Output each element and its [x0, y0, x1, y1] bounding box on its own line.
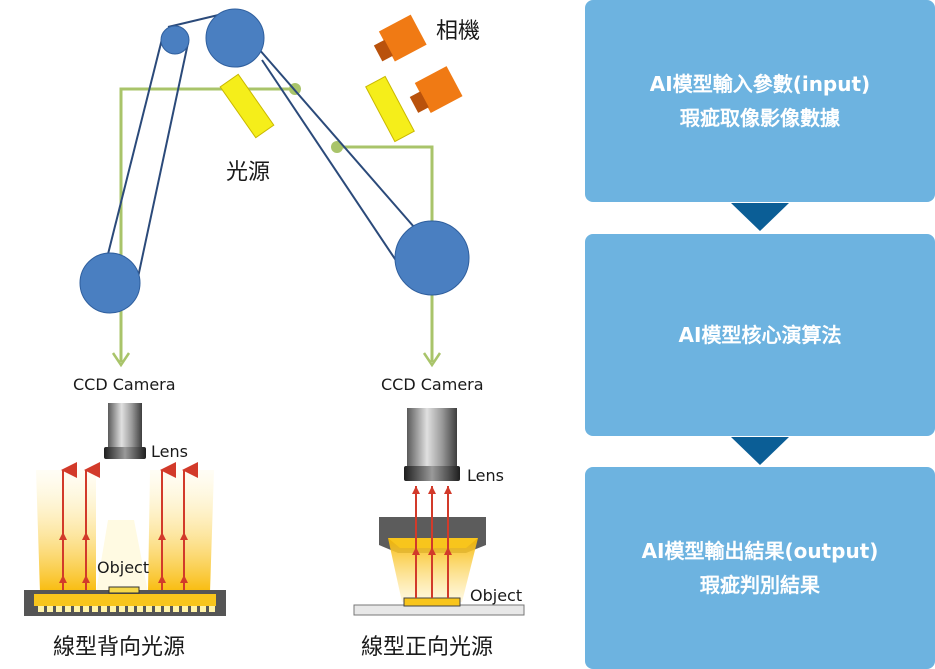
lens-left	[104, 447, 146, 459]
frontlight-object	[403, 597, 461, 607]
ccd-camera-label-right: CCD Camera	[381, 375, 484, 394]
roller-bottom-right	[394, 220, 470, 296]
roller-large-top	[205, 8, 265, 68]
ccd-camera-body-left	[108, 403, 142, 447]
backlight-glow-right	[148, 470, 214, 592]
flow-step-output-line2: 瑕疵判別結果	[700, 573, 820, 597]
object-label-left: Object	[97, 558, 150, 577]
backlight-setup	[24, 403, 226, 616]
backlight-rays	[61, 462, 198, 590]
backlight-object	[108, 586, 140, 594]
backlight-glow-left	[36, 470, 96, 592]
junction-dot-right	[331, 141, 343, 153]
flow-arrow-down-1	[731, 203, 789, 231]
flow-step-input: AI模型輸入參數(input) 瑕疵取像影像數據	[585, 0, 935, 202]
backlight-ray-ticks	[59, 532, 188, 583]
frontlight-title: 線型正向光源	[361, 635, 494, 660]
camera-label: 相機	[436, 19, 481, 44]
flow-step-output: AI模型輸出結果(output) 瑕疵判別結果	[585, 467, 935, 669]
ccd-camera-body-right	[407, 408, 457, 466]
flow-step-algorithm: AI模型核心演算法	[585, 234, 935, 436]
flow-step-algorithm-line1: AI模型核心演算法	[678, 323, 842, 347]
roller-bottom-left	[79, 252, 141, 314]
frontlight-setup	[353, 408, 525, 616]
frontlight-rays	[415, 486, 449, 598]
camera-icon-bottom	[409, 66, 463, 114]
signal-lines	[119, 87, 434, 362]
arrowhead-left	[111, 352, 131, 368]
roller-small-top	[160, 25, 190, 55]
lens-right	[404, 466, 460, 481]
flow-arrow-down-2	[731, 437, 789, 465]
flow-step-output-line1: AI模型輸出結果(output)	[641, 539, 879, 563]
signal-line-left	[119, 87, 295, 362]
flow-step-input-line2: 瑕疵取像影像數據	[680, 106, 840, 130]
lens-label-right: Lens	[467, 466, 504, 485]
object-label-right: Object	[470, 586, 523, 605]
backlight-title: 線型背向光源	[53, 635, 186, 660]
lens-label-left: Lens	[151, 442, 188, 461]
backlight-leds	[38, 606, 215, 612]
light-bar-left	[219, 73, 275, 139]
ccd-camera-label-left: CCD Camera	[73, 375, 176, 394]
light-source-label: 光源	[226, 160, 271, 185]
light-bar-right	[365, 75, 415, 143]
arrowhead-right	[422, 352, 442, 368]
camera-icon-top	[373, 14, 427, 62]
flow-step-input-line1: AI模型輸入參數(input)	[649, 72, 871, 96]
